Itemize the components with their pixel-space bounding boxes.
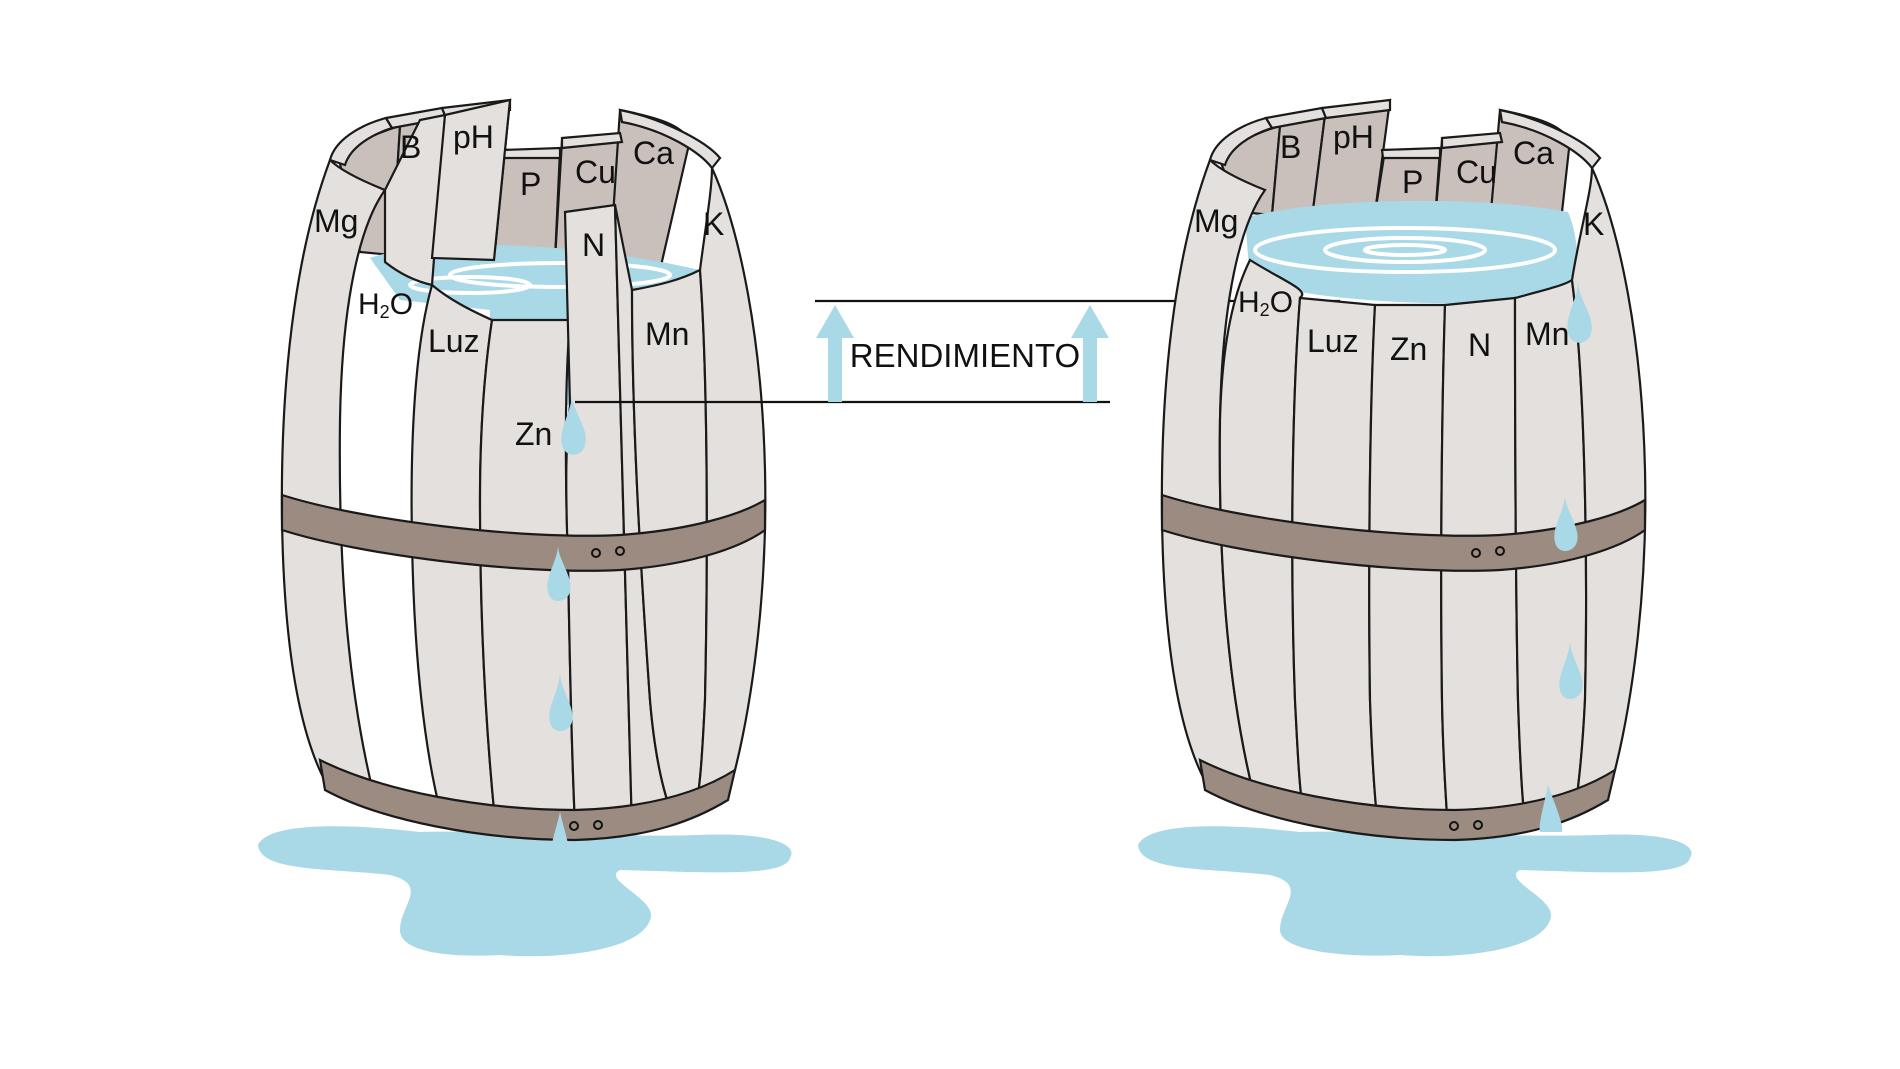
water-drop-icon <box>1554 495 1578 551</box>
stave-label: N <box>1468 327 1491 363</box>
stave-label: Mn <box>1525 316 1569 352</box>
stave-label: Mn <box>645 316 689 352</box>
stave-label: K <box>703 206 724 242</box>
stave-label: B <box>400 129 421 165</box>
stave-label: N <box>582 227 605 263</box>
stave-label: P <box>520 166 541 202</box>
right-water-surface <box>1245 200 1578 304</box>
stave-label: Luz <box>428 323 480 359</box>
stave-label: B <box>1280 129 1301 165</box>
stave-label: P <box>1402 164 1423 200</box>
left-barrel: B pH P Cu Ca Mg K N H2O Luz Zn Mn <box>258 98 792 957</box>
water-drop-icon <box>551 812 569 852</box>
stave-label: Zn <box>515 416 552 452</box>
h2o-label: H2O <box>1238 286 1293 320</box>
yield-label: RENDIMIENTO <box>850 337 1080 374</box>
stave-label: Ca <box>1513 135 1554 171</box>
yield-comparison: RENDIMIENTO <box>575 299 1340 404</box>
left-lower-hoop <box>318 758 737 842</box>
water-drop-icon <box>1559 640 1583 699</box>
water-drop-icon <box>1567 282 1592 343</box>
stave-label: Ca <box>633 135 674 171</box>
stave-label: pH <box>1333 119 1374 155</box>
stave-label: Zn <box>1390 331 1427 367</box>
stave-label: Mg <box>1194 203 1238 239</box>
stave-label: Cu <box>1456 154 1497 190</box>
up-arrow-icon <box>1071 305 1109 402</box>
up-arrow-icon <box>816 305 854 402</box>
stave-label: Luz <box>1307 323 1359 359</box>
right-lower-hoop <box>1198 758 1617 842</box>
stave-label: Mg <box>314 203 358 239</box>
left-puddle <box>258 826 792 957</box>
water-drop-icon <box>1539 785 1563 832</box>
stave-label: pH <box>453 119 494 155</box>
h2o-label: H2O <box>358 288 413 322</box>
right-upper-hoop <box>1160 493 1647 572</box>
water-drop-icon <box>549 672 573 731</box>
left-upper-hoop <box>280 493 767 572</box>
right-barrel: B pH P Cu Ca Mg K H2O Luz Zn N Mn <box>1138 98 1692 957</box>
water-drop-icon <box>547 545 571 601</box>
water-drop-icon <box>561 395 586 455</box>
stave-label: K <box>1583 206 1604 242</box>
stave-label: Cu <box>575 154 616 190</box>
right-puddle <box>1138 826 1692 957</box>
